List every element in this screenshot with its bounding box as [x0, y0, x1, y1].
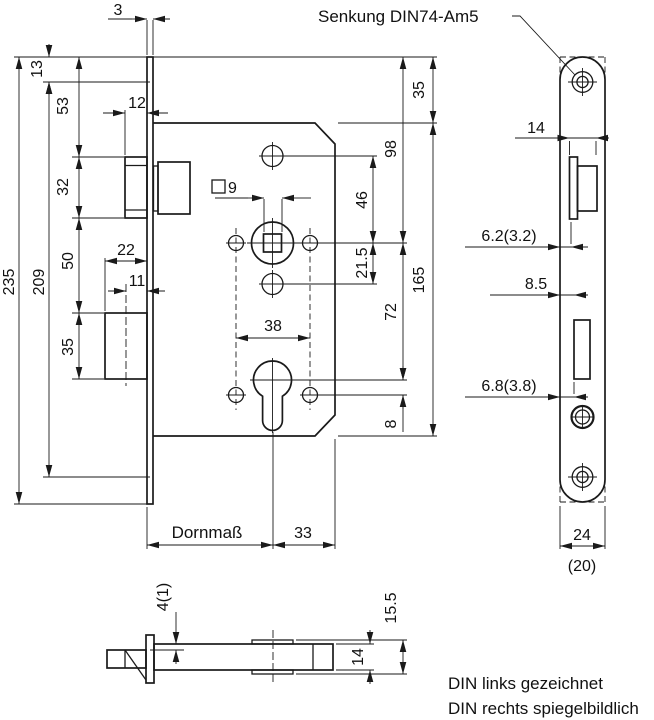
cylinder-hole — [250, 358, 295, 433]
dimension-lines — [15, 15, 437, 549]
dim-plate-thickness: 3 — [114, 2, 123, 19]
faceplate-section — [145, 634, 155, 684]
dim-latch-height: 32 — [55, 178, 72, 196]
dim-plate-width: 24 — [573, 527, 591, 544]
dim-case-depth: 14 — [350, 648, 367, 666]
follower-hole — [247, 218, 298, 268]
latch-head-section — [106, 649, 147, 681]
bottom-view — [106, 612, 407, 684]
dim-follower-to-top-hole: 46 — [354, 191, 371, 209]
dim-screw-to-top: 13 — [29, 60, 46, 78]
countersunk-screw-top — [568, 68, 597, 96]
square-symbol — [211, 179, 226, 194]
latch-bolt — [124, 156, 191, 219]
dim-plate-length: 235 — [1, 269, 18, 296]
dim-cylinder-to-edge: 33 — [294, 525, 312, 542]
follower-boss-top — [251, 639, 294, 645]
lock-case — [153, 122, 336, 437]
dim-cylinder-to-holes: 8 — [383, 419, 400, 428]
dim-deadbolt-inset-upper: 8.5 — [525, 276, 547, 293]
dim-latch-face-offset: 4(1) — [155, 583, 172, 611]
note-din-links: DIN links gezeichnet — [448, 674, 603, 693]
dim-follower-square: 9 — [228, 180, 237, 197]
countersink-leader — [512, 15, 576, 76]
fixing-hole — [570, 404, 595, 430]
countersink-note: Senkung DIN74-Am5 — [318, 7, 479, 26]
follower-boss-bottom — [251, 669, 294, 675]
labels: 3 Senkung DIN74-Am5 13 12 53 9 32 22 50 … — [1, 2, 639, 718]
dim-overall-depth: 15.5 — [383, 592, 400, 623]
dim-latch-to-deadbolt: 50 — [60, 252, 77, 270]
top-hole — [259, 142, 286, 170]
dim-screw-spacing: 209 — [31, 269, 48, 296]
faceplate — [146, 56, 154, 505]
dim-plate-width-alt: (20) — [568, 558, 596, 575]
dim-deadbolt-center: 11 — [129, 273, 146, 290]
dim-deadbolt-width: 22 — [117, 242, 135, 259]
dim-backset-label: Dornmaß — [172, 523, 243, 542]
note-din-rechts: DIN rechts spiegelbildlich — [448, 699, 639, 718]
dim-cutout-width: 14 — [527, 120, 545, 137]
dim-deadbolt-height: 35 — [60, 338, 77, 356]
side-view — [465, 15, 609, 550]
countersunk-screw-bottom — [568, 463, 597, 491]
deadbolt — [104, 284, 148, 386]
square-corner-option — [559, 56, 606, 503]
deadbolt-cutout — [573, 319, 591, 380]
latch-cutout — [568, 156, 598, 220]
extension-lines — [14, 20, 437, 549]
dim-top-to-latch: 53 — [55, 97, 72, 115]
dim-hole-spacing: 38 — [264, 318, 282, 335]
dim-top-to-case: 35 — [411, 81, 428, 99]
dim-case-height: 165 — [411, 267, 428, 294]
case-section — [153, 643, 334, 671]
dim-latch-inset: 6.2(3.2) — [481, 228, 536, 245]
dim-follower-to-cylinder: 72 — [383, 303, 400, 321]
dim-deadbolt-inset: 6.8(3.8) — [481, 378, 536, 395]
mid-hole — [259, 270, 286, 298]
dim-latch-protrusion: 12 — [128, 95, 146, 112]
dim-top-to-follower: 98 — [383, 140, 400, 158]
dim-follower-to-mid-hole: 21.5 — [354, 247, 371, 278]
